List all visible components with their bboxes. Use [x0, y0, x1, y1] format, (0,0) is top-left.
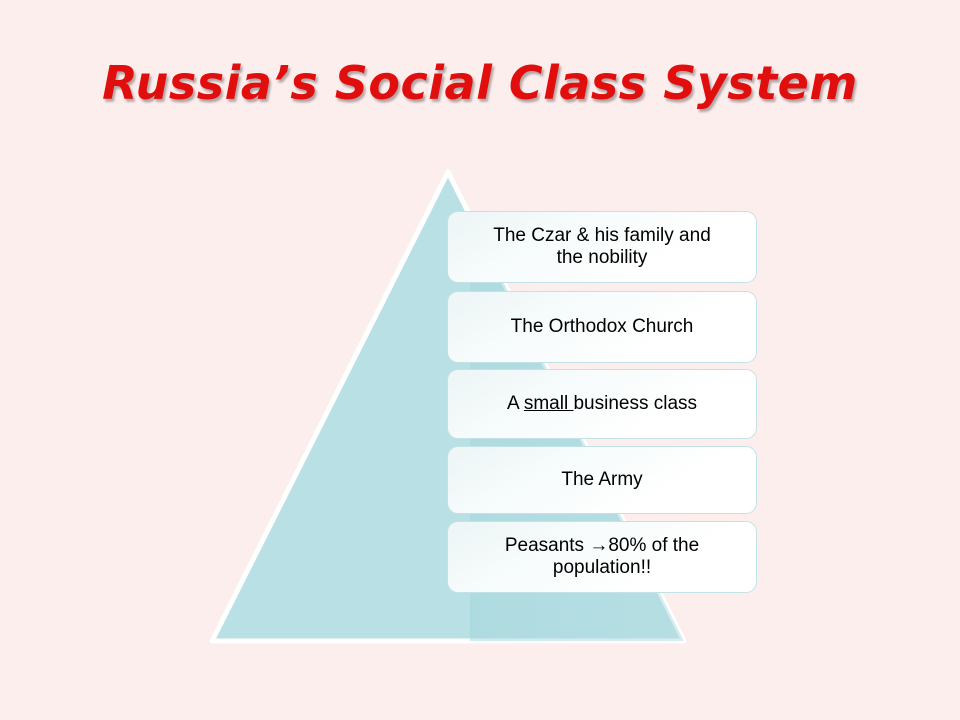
- pyramid-level-2-orthodox-church[interactable]: The Orthodox Church: [447, 291, 757, 363]
- level-3-prefix: A: [506, 393, 524, 415]
- pyramid-level-4-label: The Army: [561, 469, 643, 491]
- pyramid-level-3-label: A small business class: [462, 393, 742, 415]
- page-title: Russia’s Social Class System: [102, 56, 858, 110]
- level-1-line-2: the nobility: [556, 247, 648, 268]
- pyramid-level-2-label: The Orthodox Church: [510, 316, 694, 338]
- pyramid-level-4-army[interactable]: The Army: [447, 446, 757, 514]
- level-5-line-1: Peasants →80% of the: [504, 535, 700, 557]
- pyramid-level-3-business-class[interactable]: A small business class: [447, 369, 757, 439]
- level-3-suffix: business class: [573, 393, 698, 415]
- level-1-line-1: The Czar & his family and: [493, 225, 711, 247]
- level-3-underlined-word: small: [523, 393, 574, 415]
- level-5-line-2: population!!: [552, 557, 652, 578]
